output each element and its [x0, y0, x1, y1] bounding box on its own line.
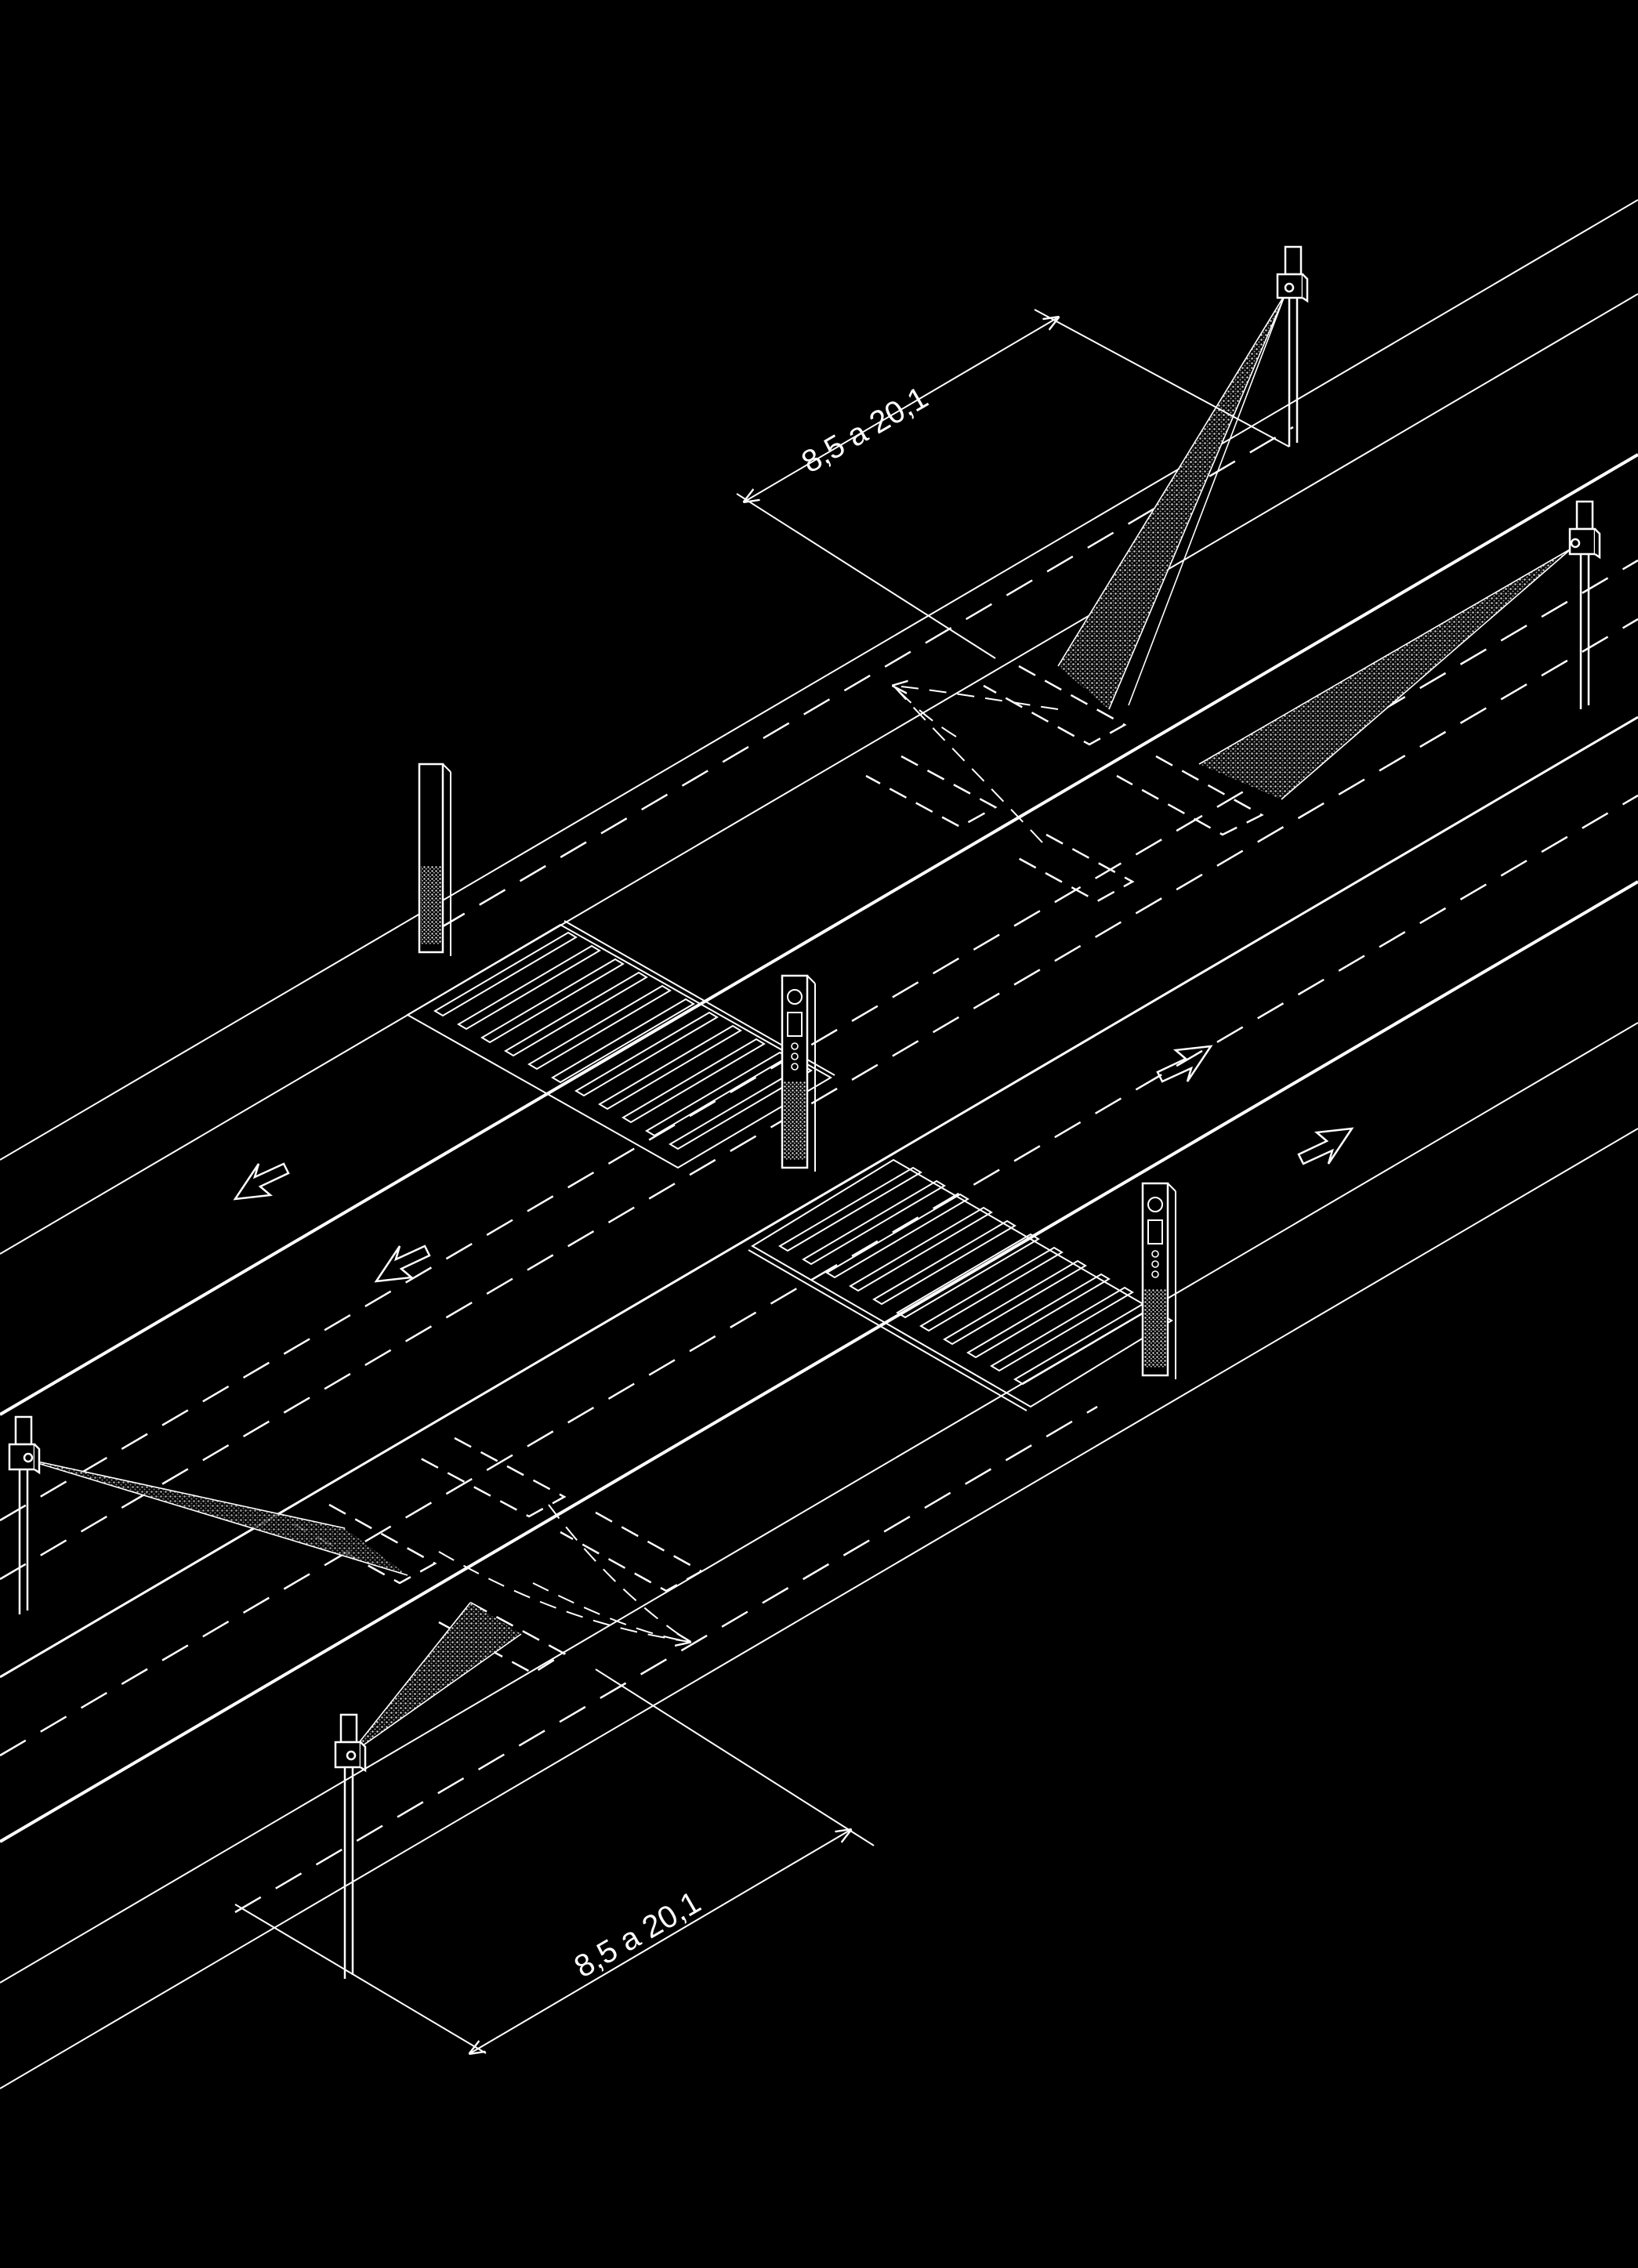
crosswalk-upper-outline [406, 923, 832, 1169]
ray-upper-1 [893, 686, 1059, 710]
detection-zone-right [1199, 549, 1571, 799]
lane-dash-line-5 [234, 1405, 1098, 1914]
bollard-center [781, 974, 816, 1172]
outer-edge-bottom-2 [0, 1128, 1638, 2089]
ray-lower-3 [438, 1551, 690, 1643]
dimension-label-upper: 8,5 a 20,1 [795, 380, 933, 480]
dimension-lower [234, 1668, 875, 2053]
lane-dash-line-4 [0, 794, 1638, 1757]
detection-zone-bottom [349, 1603, 521, 1755]
detector-pole-right [1568, 500, 1601, 709]
lane-dash-line-1 [438, 426, 1294, 930]
ray-lower-2 [548, 1504, 690, 1643]
crosswalk-lower-guide [748, 1249, 1027, 1411]
marking-upper-3 [1116, 755, 1264, 836]
lane-direction-arrow-icon [1297, 1127, 1354, 1165]
outer-edge-top-1 [0, 199, 1638, 1161]
detection-zone-top [1058, 294, 1285, 709]
crosswalk-lower [748, 1158, 1173, 1411]
crosswalk-upper [406, 920, 835, 1169]
lane-direction-arrow-icon [1156, 1045, 1213, 1083]
dimension-upper [736, 309, 1290, 659]
detection-beam-lines [19, 293, 1572, 1756]
lane-dashed-lines [0, 426, 1638, 1914]
detector-pole-bottom [334, 1713, 367, 1979]
lane-dash-line-2 [0, 559, 1638, 1522]
ray-upper-3 [893, 685, 1043, 843]
outer-edge-top-2 [0, 293, 1638, 1255]
marking-lower-1 [419, 1437, 567, 1518]
dimension-line-upper [745, 317, 1058, 502]
ray-upper-2 [893, 685, 957, 737]
ray-lower-1 [532, 1582, 690, 1642]
crosswalk-lower-outline [751, 1158, 1173, 1408]
marking-upper-2 [865, 755, 998, 828]
crosswalk-upper-stripes [433, 931, 813, 1150]
dimension-label-lower: 8,5 a 20,1 [568, 1885, 706, 1984]
lane-direction-arrow-icon [374, 1245, 431, 1283]
detection-rays-lower [438, 1504, 690, 1643]
marking-upper-4 [1010, 833, 1135, 903]
lane-dash-line-3 [0, 618, 1638, 1581]
road-edge-lines [0, 199, 1638, 2089]
detector-pole-top [1276, 245, 1309, 447]
bollard-left [418, 763, 451, 956]
marking-upper-1 [983, 665, 1127, 746]
lane-direction-arrows [233, 1045, 1354, 1283]
outer-edge-bottom-1 [0, 1022, 1638, 1984]
bollard-right [1141, 1182, 1176, 1379]
detection-markings-upper [865, 665, 1264, 903]
marking-lower-3 [560, 1511, 704, 1592]
detector-pole-left [8, 1415, 41, 1614]
dimension-line-lower [470, 1830, 850, 2053]
median-edge-1 [0, 453, 1638, 1416]
detection-rays-upper [893, 685, 1059, 843]
median-edge-3 [0, 880, 1638, 1843]
lane-direction-arrow-icon [233, 1162, 290, 1201]
